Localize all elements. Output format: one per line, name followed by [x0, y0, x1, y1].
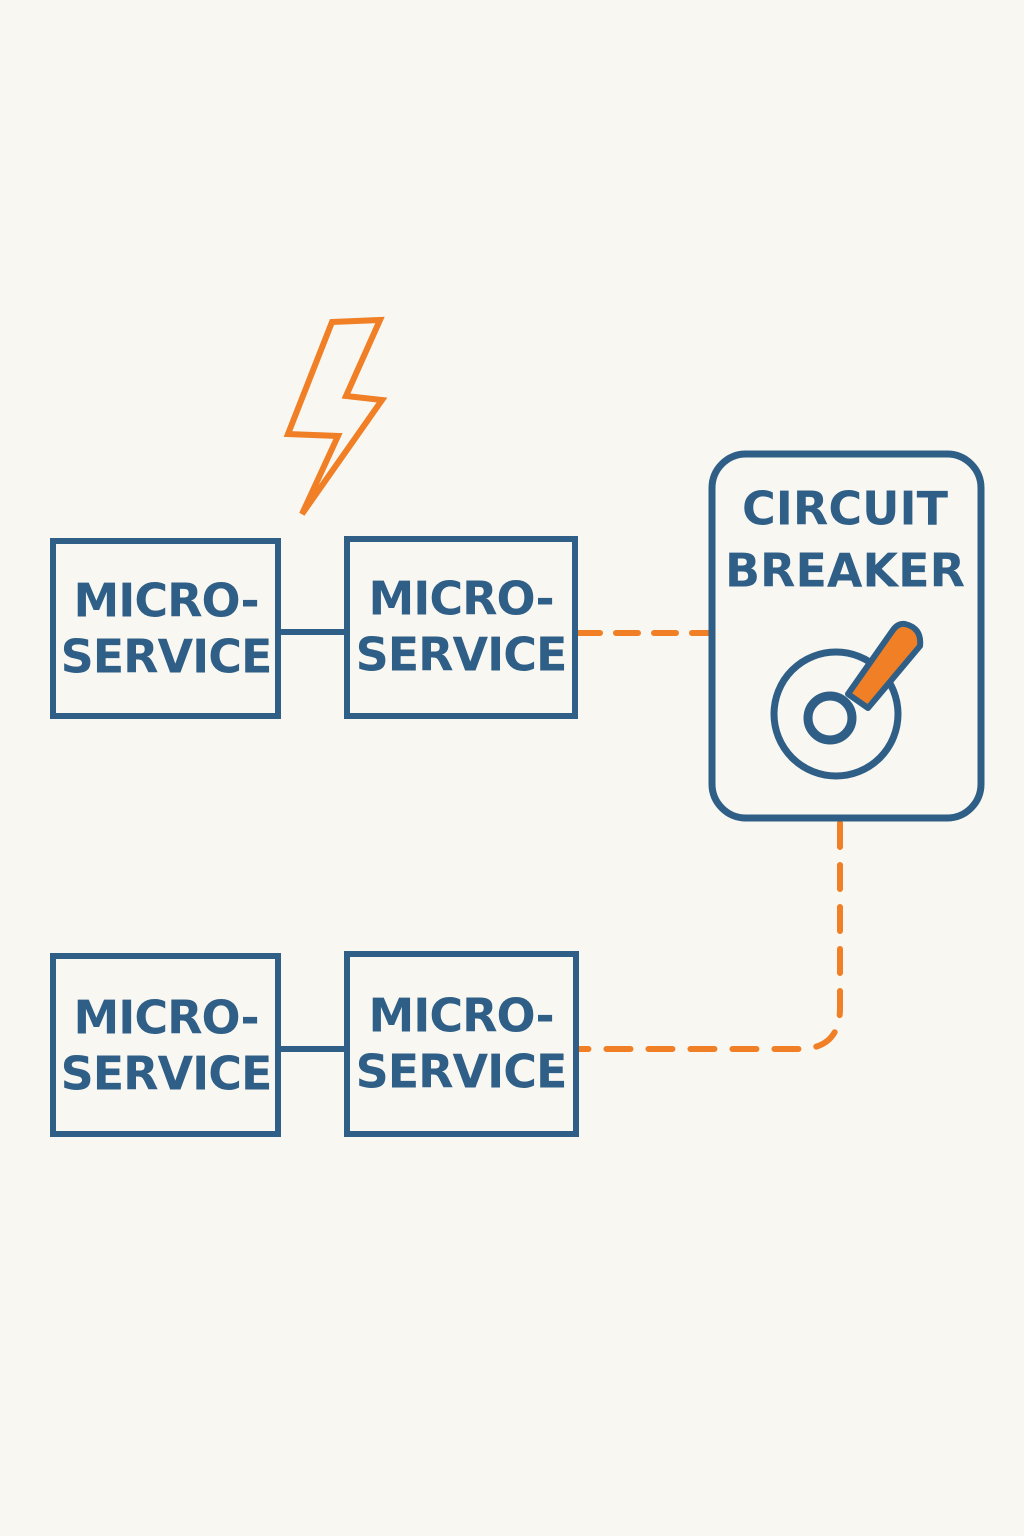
microservice-label-line2: SERVICE [61, 1047, 272, 1101]
dashed-link-bottom [575, 820, 843, 1052]
microservice-box-3: MICRO- SERVICE [50, 953, 281, 1137]
lightning-icon [283, 316, 388, 516]
microservice-box-4: MICRO- SERVICE [344, 951, 579, 1137]
microservice-label-line1: MICRO- [368, 989, 553, 1043]
microservice-label-line2: SERVICE [61, 630, 272, 684]
microservice-label-line2: SERVICE [356, 628, 567, 682]
breaker-switch-icon [770, 620, 924, 780]
circuit-breaker-label-line2: BREAKER [725, 544, 965, 598]
circuit-breaker-box: CIRCUIT BREAKER [708, 450, 985, 822]
microservice-box-2: MICRO- SERVICE [344, 536, 578, 719]
microservice-label-line2: SERVICE [356, 1045, 567, 1099]
microservice-label-line1: MICRO- [73, 574, 258, 628]
circuit-breaker-label-line1: CIRCUIT [742, 482, 949, 536]
microservice-box-1: MICRO- SERVICE [50, 538, 281, 719]
microservice-label-line1: MICRO- [368, 572, 553, 626]
microservice-label-line1: MICRO- [73, 991, 258, 1045]
